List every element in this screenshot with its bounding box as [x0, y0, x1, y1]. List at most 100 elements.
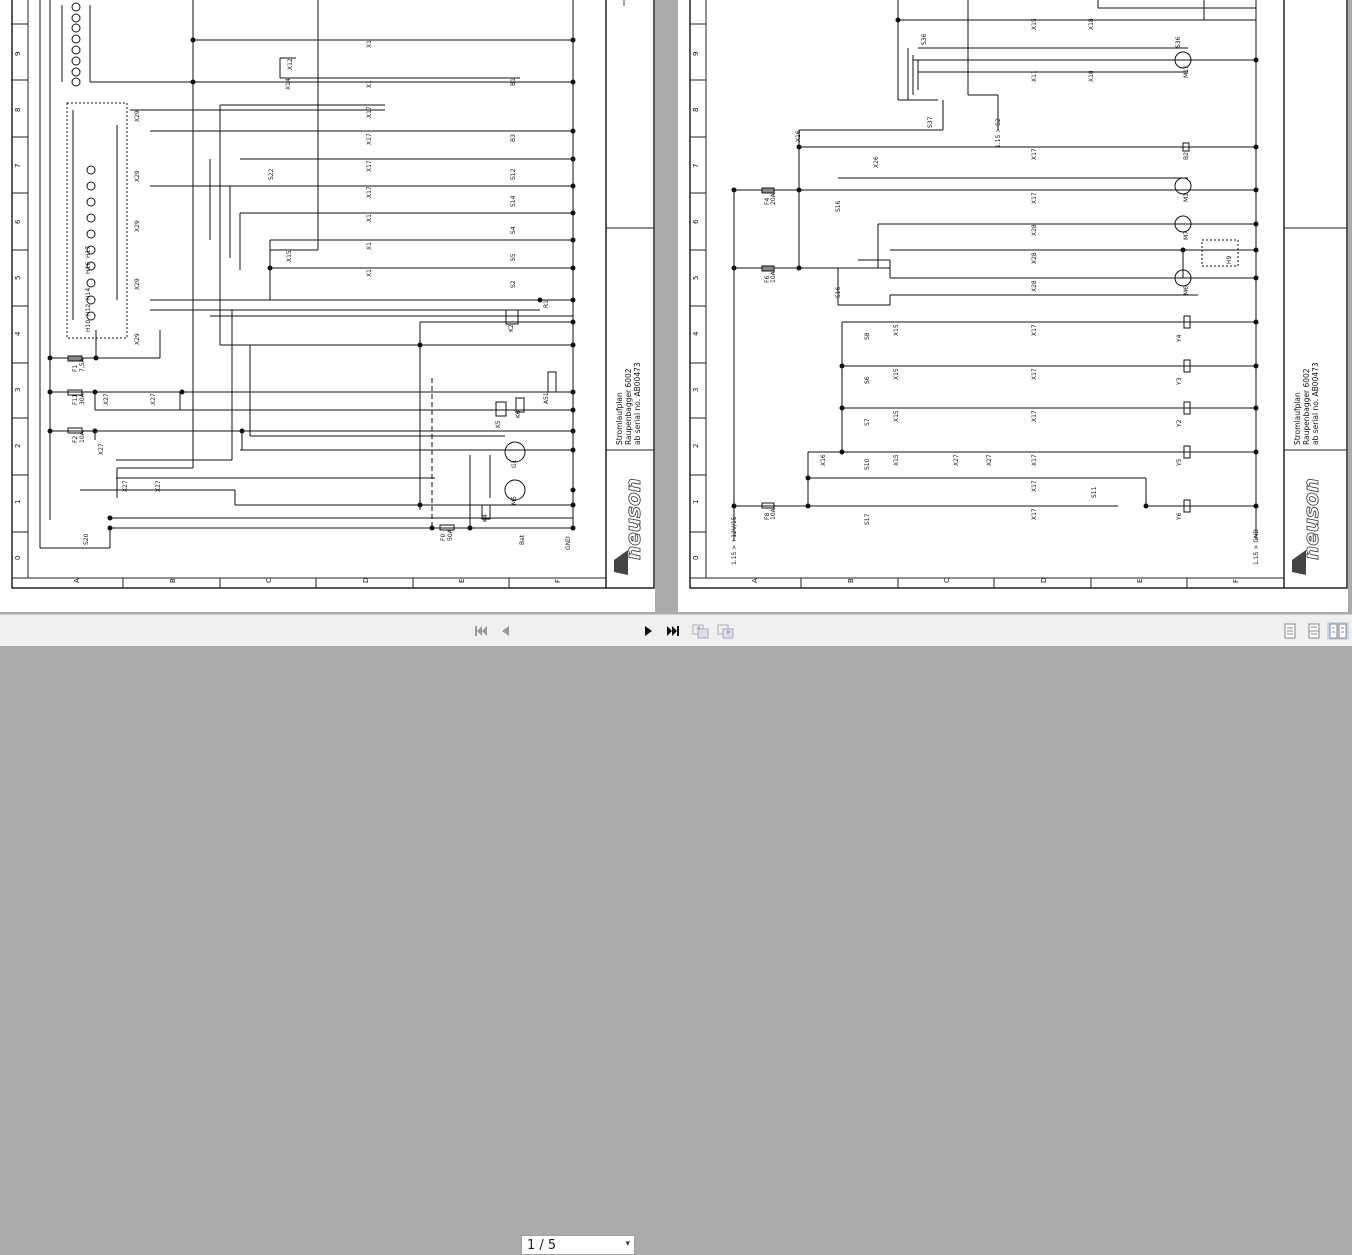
- valve-label: Y6: [1176, 512, 1183, 521]
- previous-view-button[interactable]: [691, 622, 711, 640]
- view-single-page-button[interactable]: [1282, 622, 1298, 640]
- title-line-1: Stromlaufplan: [1293, 392, 1302, 445]
- skip-to-end-icon: [667, 626, 679, 636]
- component-label: B3: [510, 134, 517, 142]
- fuse-rating: 7,5A: [79, 357, 86, 372]
- title-line-2: Raupenbagger 6002: [1302, 368, 1311, 445]
- row-label: 4: [14, 331, 22, 336]
- row-label: 9: [692, 52, 700, 56]
- title-line-1: Stromlaufplan: [615, 392, 624, 445]
- switch-label: S16: [835, 286, 842, 298]
- connector-label: X1: [366, 269, 373, 277]
- component-label: A51: [543, 392, 550, 404]
- component-label: B2: [1183, 152, 1190, 160]
- component-label: G1: [511, 459, 518, 468]
- title-block: Stromlaufplan Raupenbagger 6002 ab seria…: [1293, 362, 1320, 445]
- switch-label: S22: [268, 168, 275, 180]
- motor-label: M6: [1183, 286, 1190, 295]
- connector-label: X27: [986, 454, 993, 466]
- row-label: 1: [692, 500, 700, 504]
- connector-label: X17: [1031, 368, 1038, 380]
- connector-label: X17: [366, 106, 373, 118]
- row-label: 3: [692, 388, 700, 392]
- connector-label: X17: [1031, 454, 1038, 466]
- connector-label: X15: [893, 368, 900, 380]
- component-label: K2: [508, 324, 515, 332]
- page-indicator-text: 1 / 5: [527, 1237, 557, 1253]
- fuse-rating: 30A: [79, 392, 86, 405]
- valve-label: Y4: [1176, 334, 1183, 343]
- col-label: D: [362, 578, 370, 583]
- row-label: 0: [14, 556, 22, 560]
- switch-label: S12: [510, 168, 517, 180]
- supply-label: 1.15 > +12V/15: [731, 516, 738, 565]
- connector-label: X1: [366, 242, 373, 250]
- valve-label: Y2: [1176, 419, 1183, 428]
- document-viewer[interactable]: 0 1 2 3 4 5 6 7 8 9 A B C D E F: [0, 0, 1352, 614]
- view-two-page-button[interactable]: [1327, 622, 1349, 640]
- two-page-icon: [1329, 623, 1347, 639]
- previous-page-button[interactable]: [498, 622, 512, 640]
- component-label: Bat: [519, 534, 526, 545]
- col-label: E: [1136, 579, 1144, 583]
- connector-label: X17: [1031, 410, 1038, 422]
- page-number-select[interactable]: 1 / 5 ▾: [521, 1235, 635, 1255]
- connector-label: X17: [1031, 148, 1038, 160]
- schematic-drawing-right: 0 1 2 3 4 5 6 7 8 9 A B C D E F: [689, 0, 1348, 589]
- connector-label: X16: [820, 454, 827, 466]
- back-view-icon: [692, 624, 709, 639]
- connector-label: X27: [150, 393, 157, 405]
- col-label: E: [458, 579, 466, 583]
- row-label: 5: [692, 276, 700, 280]
- connector-label: X17: [1031, 480, 1038, 492]
- motor-label: M7: [1183, 231, 1190, 240]
- connector-label: X17: [1031, 324, 1038, 336]
- view-continuous-button[interactable]: [1306, 622, 1322, 640]
- valve-label: Y5: [1176, 458, 1183, 467]
- next-page-button[interactable]: [642, 622, 656, 640]
- continuous-page-icon: [1308, 623, 1320, 639]
- col-label: B: [169, 578, 177, 583]
- fuse-label: F1: [72, 365, 79, 372]
- next-view-button[interactable]: [716, 622, 736, 640]
- fuse-rating: 10A: [770, 270, 777, 283]
- row-label: 7: [692, 164, 700, 168]
- connector-label: X1: [366, 214, 373, 222]
- connector-label: X29: [134, 220, 141, 232]
- lamp-label: H16: [85, 262, 92, 274]
- last-page-button[interactable]: [664, 622, 682, 640]
- row-label: 7: [14, 164, 22, 168]
- svg-text:neuson: neuson: [621, 478, 645, 560]
- connector-label: X1: [366, 40, 373, 48]
- title-line-2: Raupenbagger 6002: [624, 368, 633, 445]
- switch-label: S37: [927, 116, 934, 128]
- triangle-right-icon: [645, 626, 652, 636]
- col-label: D: [1040, 578, 1048, 583]
- lamp-label: H14: [85, 288, 92, 300]
- first-page-button[interactable]: [473, 622, 489, 640]
- connector-label: X15: [286, 250, 293, 262]
- col-label: C: [943, 578, 951, 583]
- connector-label: X27: [122, 480, 129, 492]
- switch-label: S20: [83, 533, 90, 545]
- fuse-rating: 20A: [770, 192, 777, 205]
- row-label: 1: [14, 500, 22, 504]
- col-label: B: [847, 578, 855, 583]
- col-label: A: [751, 578, 759, 583]
- col-label: A: [73, 578, 81, 583]
- chevron-down-icon: ▾: [625, 1239, 630, 1249]
- connector-label: X15: [893, 324, 900, 336]
- schematic-page-left: 0 1 2 3 4 5 6 7 8 9 A B C D E F: [0, 0, 655, 612]
- connector-label: X17: [1031, 508, 1038, 520]
- connector-label: X17: [1031, 192, 1038, 204]
- switch-label: S7: [864, 418, 871, 426]
- connector-label: X29: [134, 333, 141, 345]
- connector-label: X18: [1088, 18, 1095, 30]
- connector-label: X29: [134, 110, 141, 122]
- fuse-label: F2: [72, 436, 79, 443]
- fuse-label: F8: [764, 513, 771, 520]
- row-label: 6: [14, 219, 22, 224]
- single-page-icon: [1284, 623, 1296, 639]
- switch-label: S17: [864, 513, 871, 525]
- row-label: 0: [692, 556, 700, 560]
